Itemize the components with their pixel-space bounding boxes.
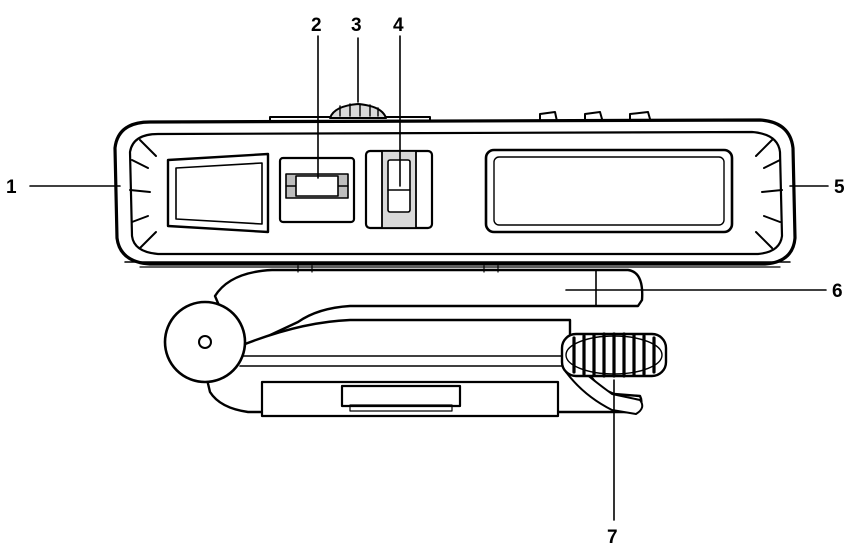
- callout-4: 4: [393, 15, 404, 36]
- callout-labels: 1 2 3 4 5 6 7: [6, 15, 845, 548]
- holster-clip: [163, 265, 644, 418]
- tension-knob: [560, 332, 668, 415]
- top-dial: [329, 103, 387, 119]
- callout-7: 7: [607, 527, 618, 548]
- callout-3: 3: [351, 15, 362, 36]
- callout-6: 6: [832, 281, 843, 302]
- callout-2: 2: [311, 15, 322, 36]
- device-body: [113, 111, 797, 268]
- callout-1: 1: [6, 177, 17, 198]
- leader-lines: [29, 35, 829, 521]
- callout-5: 5: [834, 177, 845, 198]
